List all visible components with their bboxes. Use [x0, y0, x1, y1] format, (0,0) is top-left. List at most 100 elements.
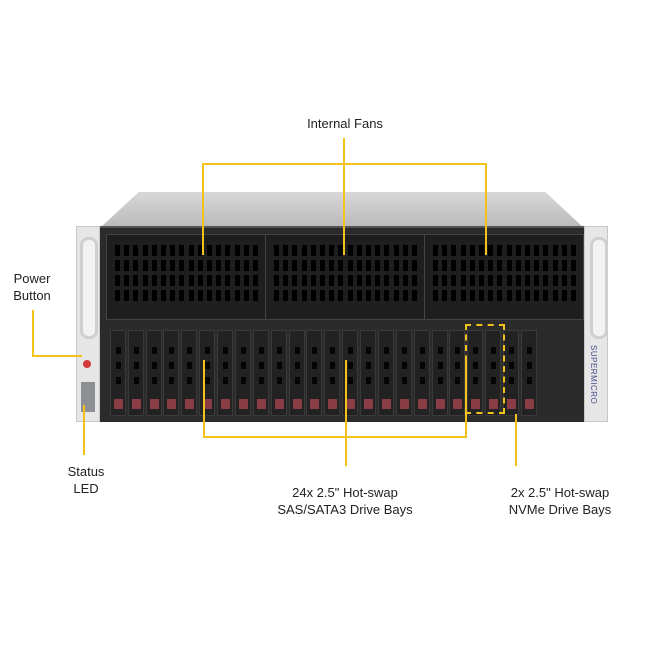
fan-vent: [375, 260, 381, 271]
drive-vent: [365, 377, 371, 384]
fan-vent: [170, 260, 176, 271]
drive-bay[interactable]: [431, 330, 448, 416]
fan-vent: [366, 275, 371, 286]
drive-vent: [402, 347, 407, 354]
drive-vent: [151, 377, 157, 384]
drive-bay[interactable]: [306, 330, 323, 416]
drive-bay[interactable]: [234, 330, 251, 416]
fan-vent: [243, 260, 249, 271]
drive-vent: [508, 362, 514, 369]
fan-vent: [543, 290, 549, 301]
fan-vent: [124, 260, 130, 271]
fan-vent: [142, 275, 148, 286]
drive-bay[interactable]: [413, 330, 430, 416]
drive-bay[interactable]: [145, 330, 162, 416]
drive-release-tab: [524, 399, 534, 409]
fan-vent: [515, 260, 521, 271]
drive-bay[interactable]: [181, 330, 198, 416]
fan-vent: [310, 275, 316, 286]
drive-release-tab: [185, 399, 195, 409]
fan-vent: [366, 290, 371, 301]
fan-vent: [292, 260, 298, 271]
drive-bay[interactable]: [359, 330, 376, 416]
fan-vent: [225, 245, 231, 256]
drive-vent: [312, 362, 318, 369]
drive-vent: [259, 347, 264, 354]
fan-vent: [188, 245, 194, 256]
fan-vent: [292, 275, 298, 286]
drive-vent: [133, 362, 139, 369]
drive-bay[interactable]: [288, 330, 305, 416]
fan-vent: [375, 275, 381, 286]
fan-vent: [571, 245, 576, 256]
drive-release-tab: [489, 399, 498, 409]
fan-vent: [571, 290, 576, 301]
fan-vent: [197, 275, 203, 286]
fans-callout-line: [202, 163, 204, 255]
fan-vent: [488, 245, 494, 256]
drive-bay[interactable]: [520, 330, 537, 416]
fan-vent: [356, 275, 362, 286]
front-panel: [100, 226, 584, 422]
drive-vent: [169, 377, 175, 384]
fan-vent: [115, 260, 120, 271]
fan-vent: [433, 290, 438, 301]
drive-bay[interactable]: [396, 330, 412, 416]
fan-vent: [274, 245, 279, 256]
fan-vent: [479, 275, 484, 286]
fan-vent: [216, 275, 222, 286]
drive-vent: [402, 377, 407, 384]
drive-vent: [294, 347, 300, 354]
fan-vent: [515, 245, 521, 256]
power-callout-line: [32, 355, 82, 357]
drive-bay[interactable]: [449, 330, 466, 416]
drive-bay[interactable]: [127, 330, 144, 416]
drive-release-tab: [310, 399, 320, 409]
drive-vent: [419, 347, 425, 354]
fan-vent: [243, 275, 249, 286]
fan-vent: [292, 245, 298, 256]
drive-bay[interactable]: [216, 330, 233, 416]
fan-vent: [347, 245, 353, 256]
drive-vent: [348, 362, 353, 369]
internal-fans-label: Internal Fans: [307, 116, 383, 131]
drive-bay[interactable]: [467, 330, 484, 416]
drive-bay[interactable]: [502, 330, 519, 416]
drive-vent: [383, 347, 389, 354]
drive-bay[interactable]: [377, 330, 394, 416]
drive-vent: [222, 347, 228, 354]
fan-vent: [442, 260, 448, 271]
sas-callout-line: [203, 360, 205, 438]
power-button[interactable]: [83, 360, 91, 368]
fan-vent: [442, 275, 448, 286]
fan-vent: [133, 290, 139, 301]
drive-bay[interactable]: [485, 330, 501, 416]
fan-vent: [497, 290, 503, 301]
fan-vent: [497, 260, 503, 271]
drive-vent: [473, 377, 479, 384]
fan-vent: [329, 290, 335, 301]
drive-release-tab: [471, 399, 481, 409]
drive-bay[interactable]: [324, 330, 341, 416]
fan-vent: [347, 275, 353, 286]
drive-vent: [526, 347, 532, 354]
fan-vent: [534, 290, 540, 301]
fan-vent: [274, 260, 279, 271]
fan-vent: [253, 260, 258, 271]
drive-bay[interactable]: [270, 330, 287, 416]
drive-bay[interactable]: [253, 330, 269, 416]
fans-callout-line: [343, 163, 345, 255]
fan-vent: [151, 260, 157, 271]
drive-bay[interactable]: [199, 330, 215, 416]
drive-vent: [116, 377, 121, 384]
drive-release-tab: [238, 399, 248, 409]
fan-vent: [469, 260, 475, 271]
fan-vent: [179, 245, 185, 256]
drive-release-tab: [114, 399, 123, 409]
drive-vent: [491, 362, 496, 369]
drive-bay[interactable]: [110, 330, 126, 416]
drive-bay[interactable]: [163, 330, 180, 416]
fan-vent: [402, 275, 408, 286]
fan-vent: [433, 275, 438, 286]
